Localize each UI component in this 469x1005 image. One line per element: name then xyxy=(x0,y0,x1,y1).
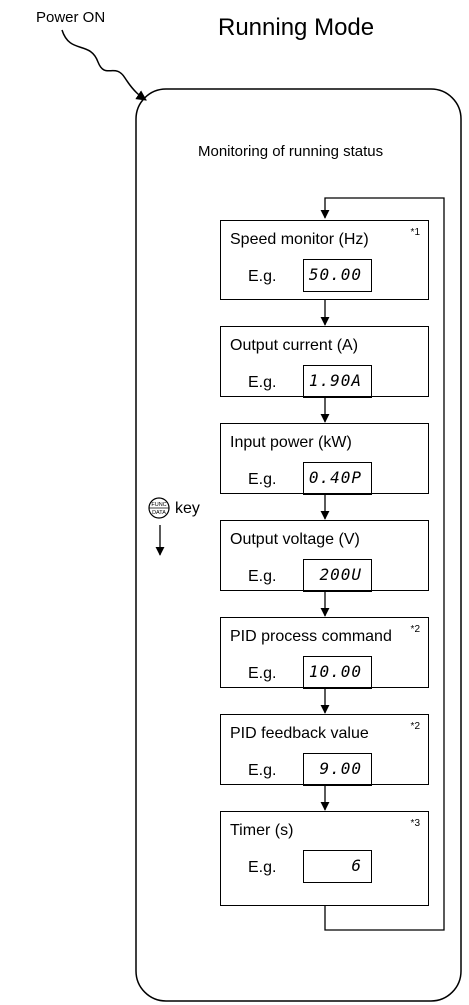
step-eg-label: E.g. xyxy=(248,859,277,876)
led-display: 6 xyxy=(303,850,372,883)
svg-text:DATA: DATA xyxy=(152,510,166,516)
step-pid-feedback-value: PID feedback value *2 E.g. 9.00 xyxy=(220,714,429,786)
led-display: 1.90A xyxy=(303,365,372,398)
step-output-current: Output current (A) E.g. 1.90A xyxy=(220,326,429,398)
step-title: Output current (A) xyxy=(230,337,359,354)
step-input-power: Input power (kW) E.g. 0.40P xyxy=(220,423,429,495)
step-output-voltage: Output voltage (V) E.g. 200U xyxy=(220,520,429,592)
step-title: Output voltage (V) xyxy=(230,531,360,548)
step-eg-label: E.g. xyxy=(248,762,277,779)
step-eg-label: E.g. xyxy=(248,471,277,488)
step-note: *2 xyxy=(410,721,420,732)
power-on-label: Power ON xyxy=(36,9,106,26)
led-display: 0.40P xyxy=(303,462,372,495)
step-eg-label: E.g. xyxy=(248,268,277,285)
step-eg-label: E.g. xyxy=(248,665,277,682)
step-pid-process-command: PID process command *2 E.g. 10.00 xyxy=(220,617,429,689)
step-title: PID feedback value xyxy=(230,725,369,742)
step-title: PID process command xyxy=(230,628,392,645)
key-label: key xyxy=(175,500,200,517)
running-mode-panel xyxy=(135,88,462,1002)
step-note: *3 xyxy=(410,818,420,829)
step-timer: Timer (s) *3 E.g. 6 xyxy=(220,811,429,906)
led-display: 50.00 xyxy=(303,259,372,292)
step-note: *2 xyxy=(410,624,420,635)
step-eg-label: E.g. xyxy=(248,568,277,585)
led-display: 10.00 xyxy=(303,656,372,689)
step-title: Input power (kW) xyxy=(230,434,352,451)
led-display: 200U xyxy=(303,559,372,592)
loop-return-line xyxy=(320,197,445,931)
panel-subtitle: Monitoring of running status xyxy=(198,143,384,160)
page-title: Running Mode xyxy=(218,14,375,41)
func-data-key-icon: FUNC DATA xyxy=(148,497,170,519)
step-note: *1 xyxy=(410,227,420,238)
step-eg-label: E.g. xyxy=(248,374,277,391)
power-on-connector xyxy=(61,29,147,101)
led-display: 9.00 xyxy=(303,753,372,786)
step-title: Timer (s) xyxy=(230,822,294,839)
step-speed-monitor: Speed monitor (Hz) *1 E.g. 50.00 xyxy=(220,220,429,300)
svg-text:FUNC: FUNC xyxy=(151,502,166,508)
step-title: Speed monitor (Hz) xyxy=(230,231,369,248)
